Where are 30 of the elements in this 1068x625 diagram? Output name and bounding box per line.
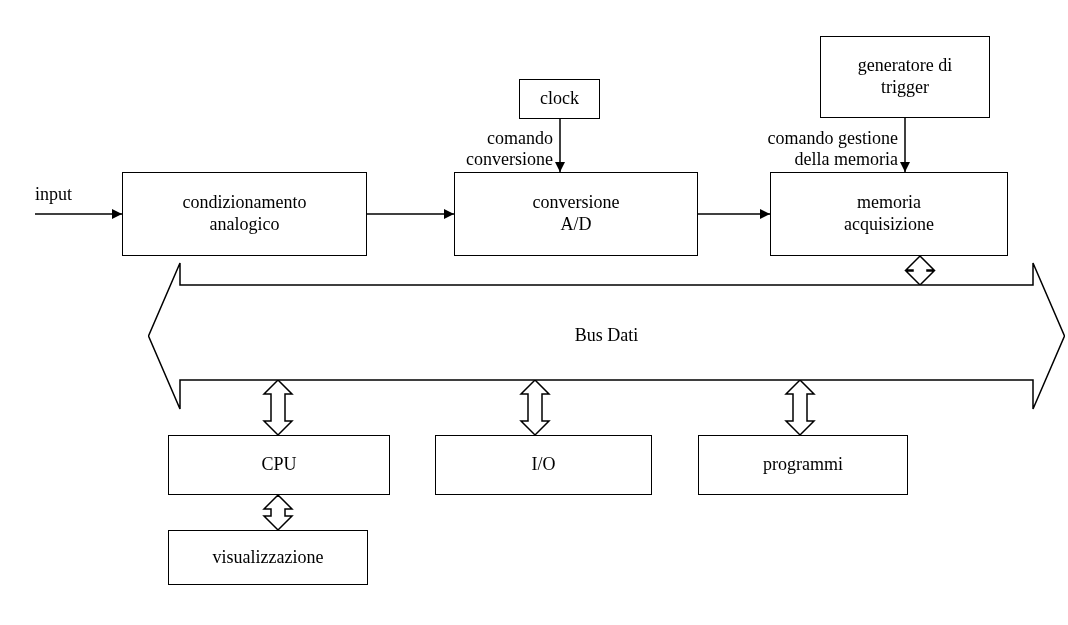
process-box	[435, 435, 652, 495]
double-block-arrow	[784, 378, 816, 437]
process-box	[770, 172, 1008, 256]
box-label: clock	[540, 88, 579, 110]
box-label: generatore di trigger	[856, 55, 954, 99]
arrow	[555, 118, 565, 173]
arrow	[697, 209, 771, 219]
input-label: input	[35, 184, 85, 208]
box-label: Bus Dati	[574, 325, 639, 347]
arrow	[366, 209, 455, 219]
process-box	[820, 36, 990, 118]
arrow	[900, 117, 910, 173]
box-label: I/O	[531, 454, 556, 476]
box-label: memoria acquisizione	[843, 192, 935, 236]
double-block-arrow	[262, 378, 294, 437]
box-label: visualizzazione	[212, 546, 324, 569]
process-box	[454, 172, 698, 256]
process-box	[168, 530, 368, 585]
process-box	[168, 435, 390, 495]
box-label: CPU	[261, 454, 297, 476]
arrow	[34, 209, 123, 219]
double-block-arrow	[519, 378, 551, 437]
box-label: programmi	[763, 454, 843, 476]
process-box	[519, 79, 600, 119]
double-block-arrow	[262, 493, 294, 532]
process-box	[698, 435, 908, 495]
process-box	[122, 172, 367, 256]
box-label: condizionamento analogico	[181, 192, 308, 236]
box-label: conversione A/D	[531, 192, 621, 236]
double-block-arrow	[904, 254, 936, 287]
